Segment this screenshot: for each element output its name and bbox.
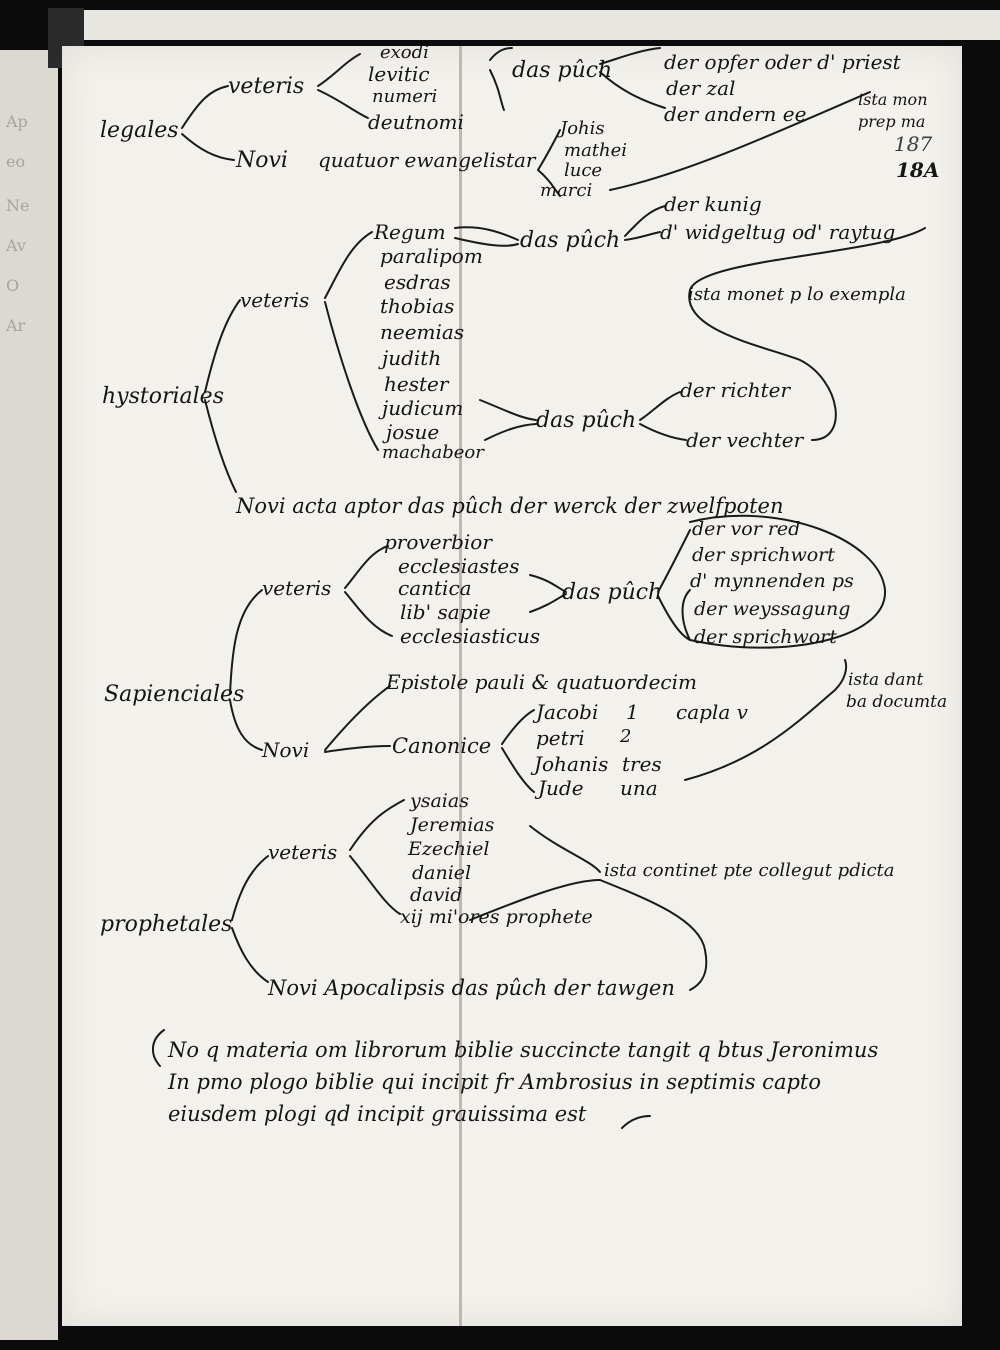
historiales-das-puch: das pûch [520, 228, 621, 253]
historiales-book: judith [382, 346, 442, 370]
evangelist: mathei [564, 140, 628, 161]
sapienciales-book: ecclesiastes [398, 554, 520, 578]
historiales-book: hester [384, 372, 449, 396]
sapienciales-book: lib' sapie [400, 600, 491, 624]
sapienciales-gloss: d' mynnenden ps [690, 570, 854, 592]
legales-side-note: prep ma [858, 112, 926, 131]
sapienciales-canonice: Canonice [392, 734, 492, 758]
epistle-count: 1 [626, 700, 639, 724]
category-sapienciales: Sapienciales [104, 682, 245, 707]
legales-side-note: ista mon [858, 90, 928, 109]
sapienciales-veteris: veteris [262, 576, 332, 600]
category-legales: legales [100, 118, 179, 143]
page-number-old: 187 [894, 132, 933, 156]
historiales-book: esdras [384, 270, 451, 294]
scan-top-edge [80, 10, 1000, 40]
canonical-epistle: Johanis [534, 752, 609, 776]
legales-novi: Novi [236, 148, 288, 173]
historiales-novi-line: Novi acta aptor das pûch der werck der z… [236, 494, 784, 518]
page-number: 18A [896, 158, 940, 182]
historiales-book: neemias [380, 320, 465, 344]
sapienciales-novi: Novi [262, 738, 310, 762]
category-historiales: hystoriales [102, 384, 224, 409]
legales-veteris: veteris [228, 74, 305, 99]
note-line: In pmo plogo biblie qui incipit fr Ambro… [168, 1070, 821, 1094]
historiales-gloss: d' widgeltug od' raytug [660, 220, 896, 244]
margin-mark: Av [6, 236, 26, 255]
historiales-book: judicum [382, 396, 464, 420]
sapienciales-book: ecclesiasticus [400, 624, 541, 648]
manuscript-page [62, 46, 962, 1326]
note-line: No q materia om librorum biblie succinct… [168, 1038, 879, 1062]
legales-das-puch: das pûch [512, 58, 613, 83]
prophetales-side-note: ista continet pte collegut pdicta [604, 860, 895, 881]
margin-mark: Ar [6, 316, 26, 335]
sapienciales-book: cantica [398, 576, 472, 600]
epistle-count: tres [622, 752, 662, 776]
sapienciales-gloss: der sprichwort [692, 544, 835, 566]
legales-gloss: der andern ee [664, 102, 807, 126]
prophetales-book: Jeremias [410, 814, 495, 836]
historiales-book: paralipom [380, 244, 483, 268]
legales-gloss: der zal [666, 76, 736, 100]
prophetales-book: Ezechiel [408, 838, 490, 860]
historiales-book: josue [386, 420, 440, 444]
sapienciales-gloss: der sprichwort [694, 626, 837, 648]
canonical-epistle: Jacobi [536, 700, 599, 724]
sapienciales-book: proverbior [384, 530, 492, 554]
prophetales-book: david [410, 884, 463, 906]
historiales-das-puch: das pûch [536, 408, 637, 433]
sapienciales-side-note: ba documta [846, 692, 948, 712]
margin-mark: Ap [6, 112, 28, 131]
margin-mark: O [6, 276, 20, 295]
prophetales-novi-line: Novi Apocalipsis das pûch der tawgen [268, 976, 675, 1000]
category-prophetales: prophetales [100, 912, 233, 937]
note-line: eiusdem plogi qd incipit grauissima est [168, 1102, 587, 1126]
prophetales-veteris: veteris [268, 840, 338, 864]
historiales-book: thobias [380, 294, 455, 318]
margin-mark: eo [6, 152, 26, 171]
canonical-epistle: Jude [538, 776, 584, 800]
legales-book-exodi: exodi [380, 42, 429, 63]
previous-page-edge [0, 50, 58, 1340]
prophetales-book: ysaias [410, 790, 469, 812]
sapienciales-das-puch: das pûch [562, 580, 663, 605]
legales-book: numeri [372, 86, 438, 107]
historiales-side-note: ista monet p lo exempla [688, 284, 906, 305]
sapienciales-epistole: Epistole pauli & quatuordecim [386, 670, 697, 694]
sapienciales-gloss: der weyssagung [694, 598, 851, 620]
legales-book: levitic [368, 62, 430, 86]
historiales-gloss: der kunig [664, 192, 762, 216]
epistle-capla: capla v [676, 700, 748, 724]
evangelist: marci [540, 180, 593, 201]
historiales-book: Regum [374, 220, 446, 244]
historiales-book: machabeor [382, 442, 484, 463]
prophetales-book: daniel [412, 862, 472, 884]
canonical-epistle: petri [536, 726, 585, 750]
historiales-veteris: veteris [240, 288, 310, 312]
page-fold-line [459, 46, 462, 1326]
historiales-gloss: der richter [680, 378, 791, 402]
legales-gloss: der opfer oder d' priest [664, 50, 901, 74]
historiales-gloss: der vechter [686, 428, 804, 452]
sapienciales-gloss: der vor red [692, 518, 801, 540]
prophetales-book: xij mi'ores prophete [400, 906, 593, 928]
margin-mark: Ne [6, 196, 30, 215]
epistle-count: 2 [620, 726, 632, 747]
evangelist: Johis [560, 118, 605, 139]
legales-book: deutnomi [368, 110, 464, 134]
sapienciales-side-note: ista dant [848, 670, 924, 690]
epistle-count: una [620, 776, 658, 800]
evangelist: luce [564, 160, 603, 181]
legales-evangelists: quatuor ewangelistar [318, 148, 536, 172]
